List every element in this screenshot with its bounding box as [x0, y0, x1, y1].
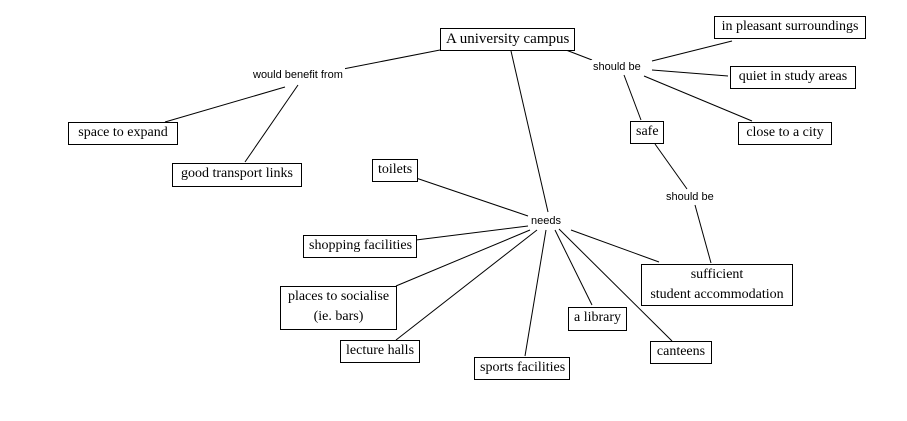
edge-benefit-space — [164, 86, 286, 123]
concept-university-campus[interactable]: A university campus — [440, 28, 575, 51]
concept-places-to-socialise[interactable]: places to socialise (ie. bars) — [280, 286, 397, 330]
link-should-be-top[interactable]: should be — [591, 60, 643, 74]
concept-pleasant-surroundings[interactable]: in pleasant surroundings — [714, 16, 866, 39]
link-would-benefit-from[interactable]: would benefit from — [251, 68, 345, 82]
edge-needs-accommodation — [570, 229, 660, 263]
concept-toilets[interactable]: toilets — [372, 159, 418, 182]
accommodation-line-2: student accommodation — [650, 287, 784, 302]
edge-needs-lecture — [395, 229, 538, 341]
link-needs[interactable]: needs — [529, 214, 563, 228]
edge-needs-toilets — [415, 177, 529, 217]
edge-should-city — [643, 75, 753, 122]
edge-should-safe — [623, 74, 642, 121]
socialise-line-2: (ie. bars) — [313, 309, 364, 324]
edge-needs-shopping — [415, 225, 529, 241]
concept-a-library[interactable]: a library — [568, 307, 627, 331]
edge-campus-benefit — [337, 49, 441, 71]
edge-benefit-transport — [244, 84, 299, 163]
edge-campus-needs — [510, 50, 549, 213]
concept-shopping-facilities[interactable]: shopping facilities — [303, 235, 417, 258]
edge-safe-shouldbe — [654, 143, 688, 190]
concept-sufficient-student-accommodation[interactable]: sufficient student accommodation — [641, 264, 793, 306]
concept-canteens[interactable]: canteens — [650, 341, 712, 364]
edge-should-pleasant — [651, 40, 733, 62]
concept-quiet-study-areas[interactable]: quiet in study areas — [730, 66, 856, 89]
concept-lecture-halls[interactable]: lecture halls — [340, 340, 420, 363]
edge-should-quiet — [651, 69, 729, 77]
concept-good-transport-links[interactable]: good transport links — [172, 163, 302, 187]
concept-close-to-city[interactable]: close to a city — [738, 122, 832, 145]
edge-needs-canteens — [558, 228, 673, 342]
socialise-line-1: places to socialise — [287, 289, 390, 304]
edge-needs-sports — [524, 229, 547, 357]
concept-space-to-expand[interactable]: space to expand — [68, 122, 178, 145]
edge-campus-should — [565, 49, 593, 61]
accommodation-line-1: sufficient — [690, 267, 744, 282]
edge-needs-socialise — [395, 229, 531, 287]
concept-sports-facilities[interactable]: sports facilities — [474, 357, 570, 380]
edge-shouldbe-accommodation — [694, 204, 712, 264]
concept-safe[interactable]: safe — [630, 121, 664, 144]
link-should-be-safe[interactable]: should be — [664, 190, 716, 204]
edge-needs-library — [554, 229, 593, 306]
